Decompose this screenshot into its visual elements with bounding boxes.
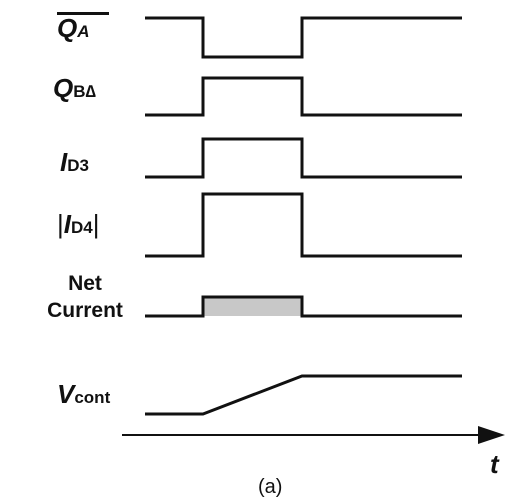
label-net-current: Net Current [42, 270, 128, 324]
label-id3-sub: D3 [67, 156, 89, 175]
waveform-qa-bar [145, 16, 462, 59]
label-id3-main: I [60, 147, 68, 177]
waveform-id3 [145, 137, 462, 179]
label-vcont: Vcont [57, 380, 110, 412]
waveform-net-current [145, 295, 462, 318]
label-id3: ID3 [60, 148, 89, 180]
label-current: Current [47, 299, 123, 322]
waveform-qb-delta [145, 76, 462, 117]
label-vcont-sub: cont [74, 388, 111, 407]
axis-label-t: t [490, 449, 499, 479]
waveform-id4 [145, 192, 462, 258]
qa-overline [57, 12, 109, 15]
label-net: Net [68, 272, 102, 295]
waveform-vcont [145, 374, 462, 416]
time-axis-arrowhead [478, 426, 505, 444]
abs-bar-right: | [92, 209, 100, 239]
label-vcont-main: V [57, 379, 75, 409]
abs-bar-left: | [57, 209, 64, 239]
label-qb-main: Q [53, 73, 74, 103]
label-qa-main: Q [57, 13, 78, 43]
label-id4: |ID4| [57, 210, 100, 242]
label-id4-main: I [63, 209, 71, 239]
label-id4-sub: D4 [71, 218, 93, 237]
label-qb-delta: QB∆ [53, 74, 96, 106]
net-current-pulse-fill [204, 298, 301, 316]
label-qb-sub: B∆ [73, 82, 96, 101]
label-qa-sub: A [77, 22, 90, 41]
label-qa-bar: QA [57, 14, 90, 46]
